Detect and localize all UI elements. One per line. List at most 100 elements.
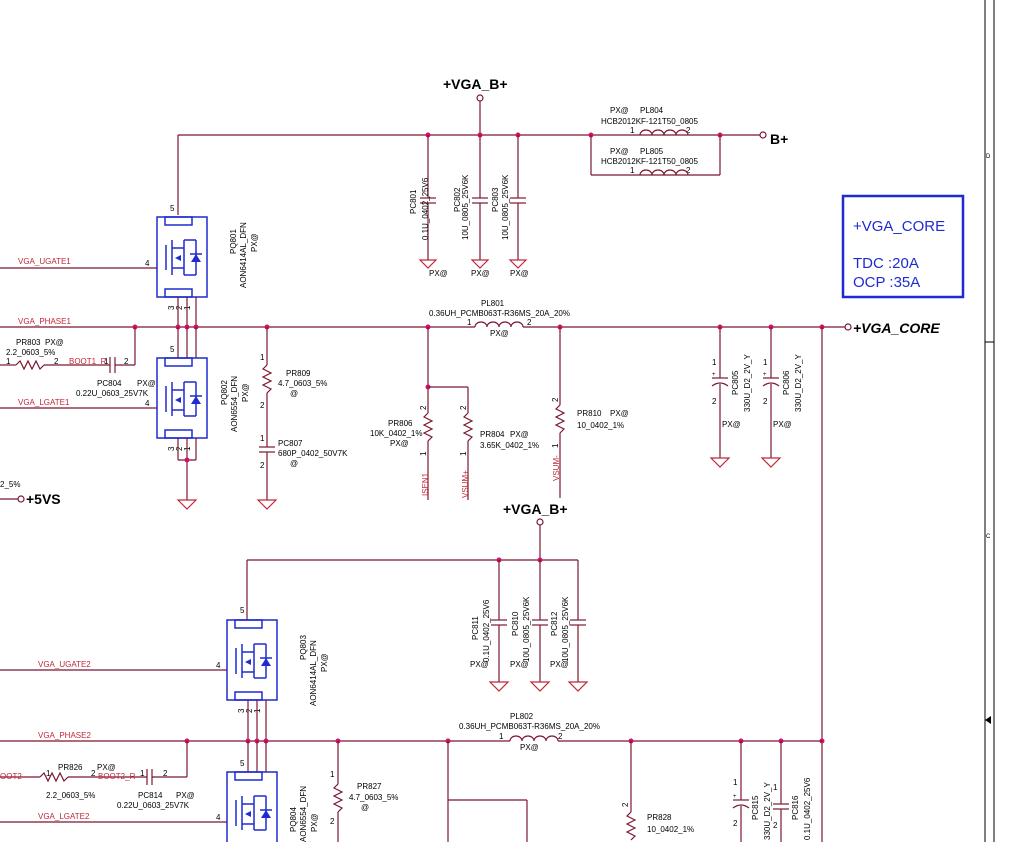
pc815-ref: PC815 <box>751 795 760 820</box>
cap-pc807: 1 2 PC807 680P_0402_50V7K @ <box>259 434 348 470</box>
pc810-ref: PC810 <box>511 611 520 636</box>
svg-text:5: 5 <box>170 204 175 213</box>
border-arrow-icon <box>985 716 991 724</box>
pq801-pop: PX@ <box>250 233 259 252</box>
mosfet-pq802: 5 4 3 2 1 PQ802 AON6554_DFN PX@ <box>145 345 250 451</box>
pl804-ref: PL804 <box>640 106 664 115</box>
pl801-pop: PX@ <box>490 329 509 338</box>
svg-text:5: 5 <box>240 759 245 768</box>
pq804-value: AON6554_DFN <box>299 786 308 842</box>
pc804-ref: PC804 <box>97 379 122 388</box>
net-lgate2: VGA_LGATE2 <box>38 812 90 821</box>
svg-text:2: 2 <box>459 405 468 410</box>
pc803-gnd-pop: PX@ <box>510 269 529 278</box>
pr809-ref: PR809 <box>286 369 311 378</box>
net-ugate1: VGA_UGATE1 <box>18 257 71 266</box>
pl805-value: HCB2012KF-121T50_0805 <box>601 157 699 166</box>
svg-text:1: 1 <box>630 126 635 135</box>
svg-text:2: 2 <box>773 821 778 830</box>
svg-text:3: 3 <box>167 305 176 310</box>
resistor-pr803: PR803 PX@ 2.2_0603_5% 1 2 <box>6 338 64 371</box>
pr806-ref: PR806 <box>388 419 413 428</box>
svg-text:1: 1 <box>140 769 145 778</box>
pr803-pop: PX@ <box>45 338 64 347</box>
pr827-value: 4.7_0603_5% <box>349 793 398 802</box>
pc811-value: 0.1U_0402_25V6 <box>482 599 491 662</box>
sheet-border: D C <box>984 0 995 842</box>
resistor-pr826: PR826 PX@ 2.2_0603_5% 1 2 <box>39 763 116 800</box>
pq803-value: AON6414AL_DFN <box>309 640 318 706</box>
cap-pc816: 1 2 PC816 0.1U_0402_25V6 <box>773 741 812 842</box>
cap-pc815: + 1 2 PC815 330U_D2_2V_Y <box>732 741 772 842</box>
phase1-section: 5 4 3 2 1 PQ801 AON6414AL_DFN PX@ VGA_UG… <box>0 204 940 842</box>
pc810-gnd-pop: PX@ <box>510 660 529 669</box>
rail-vga-b-mid: +VGA_B+ <box>503 501 568 517</box>
pq802-value: AON6554_DFN <box>230 376 239 432</box>
svg-text:3: 3 <box>237 708 246 713</box>
rail-5vs: +5VS <box>26 491 61 507</box>
pc816-ref: PC816 <box>791 795 800 820</box>
pc814-value: 0.22U_0603_25V7K <box>117 801 190 810</box>
gnd-input-caps-mid: PX@ PX@ PX@ <box>470 660 589 692</box>
svg-text:1: 1 <box>773 783 778 792</box>
svg-text:2: 2 <box>175 305 184 310</box>
svg-text:4: 4 <box>216 813 221 822</box>
pc812-value: 10U_0805_25V6K <box>561 596 570 662</box>
pq802-pop: PX@ <box>241 383 250 402</box>
pc811-ref: PC811 <box>471 616 480 640</box>
pr826-value: 2.2_0603_5% <box>46 791 95 800</box>
pc801-gnd-pop: PX@ <box>429 269 448 278</box>
resistor-pr810: 2 1 PR810 PX@ 10_0402_1% <box>551 397 629 448</box>
cap-pc810: PC810 10U_0805_25V6K <box>511 560 548 682</box>
net-boot1: BOOT1_R <box>69 357 107 366</box>
resistor-pr828: 2 PR828 10_0402_1% <box>621 802 694 841</box>
pq801-value: AON6414AL_DFN <box>239 222 248 288</box>
svg-text:+: + <box>733 794 737 800</box>
svg-text:2: 2 <box>175 446 184 451</box>
svg-text:1: 1 <box>551 443 560 448</box>
rail-vga-b-top-port <box>476 94 484 102</box>
spec-tdc: TDC :20A <box>853 255 919 272</box>
rail-b-plus-port <box>759 131 767 139</box>
net-isen1: ISEN1 <box>421 472 430 496</box>
pq803-pop: PX@ <box>320 653 329 672</box>
pl802-value: 0.36UH_PCMB063T-R36MS_20A_20% <box>459 722 600 731</box>
svg-text:1: 1 <box>712 358 717 367</box>
svg-text:2: 2 <box>124 357 129 366</box>
svg-text:1: 1 <box>467 318 472 327</box>
cap-pc801: PC801 0.1U_0402_25V6 <box>409 135 436 260</box>
rail-vga-core-port <box>844 323 852 331</box>
svg-text:4: 4 <box>145 399 150 408</box>
svg-text:1: 1 <box>459 451 468 456</box>
gnd-input-caps-top: PX@ PX@ PX@ <box>418 259 529 278</box>
net-phase2: VGA_PHASE2 <box>38 731 91 740</box>
svg-text:1: 1 <box>499 732 504 741</box>
svg-text:1: 1 <box>260 353 265 362</box>
pc807-ref: PC807 <box>278 439 303 448</box>
pr806-pop: PX@ <box>390 439 409 448</box>
pl801-ref: PL801 <box>481 299 505 308</box>
svg-text:3: 3 <box>167 446 176 451</box>
pq804-pop: PX@ <box>310 813 319 832</box>
pl805-pop: PX@ <box>610 147 629 156</box>
pc804-pop: PX@ <box>137 379 156 388</box>
svg-text:2: 2 <box>245 708 254 713</box>
pr826-pop: PX@ <box>97 763 116 772</box>
net-phase1: VGA_PHASE1 <box>18 317 71 326</box>
svg-text:2: 2 <box>260 401 265 410</box>
pc814-ref: PC814 <box>138 791 163 800</box>
fragment-5pct: 2_5% <box>0 480 20 489</box>
pl804-pop: PX@ <box>610 106 629 115</box>
pc815-value: 330U_D2_2V_Y <box>763 782 772 840</box>
pq803-ref: PQ803 <box>299 635 308 660</box>
pr803-ref: PR803 <box>16 338 41 347</box>
pc805-value: 330U_D2_2V_Y <box>743 354 752 412</box>
pr804-value: 3.65K_0402_1% <box>480 441 539 450</box>
svg-text:1: 1 <box>104 357 109 366</box>
pr828-ref: PR828 <box>647 813 672 822</box>
pr827-ref: PR827 <box>357 782 382 791</box>
pc810-value: 10U_0805_25V6K <box>522 596 531 662</box>
pl801-value: 0.36UH_PCMB063T-R36MS_20A_20% <box>429 309 570 318</box>
pc803-value: 10U_0805_25V6K <box>501 174 510 240</box>
